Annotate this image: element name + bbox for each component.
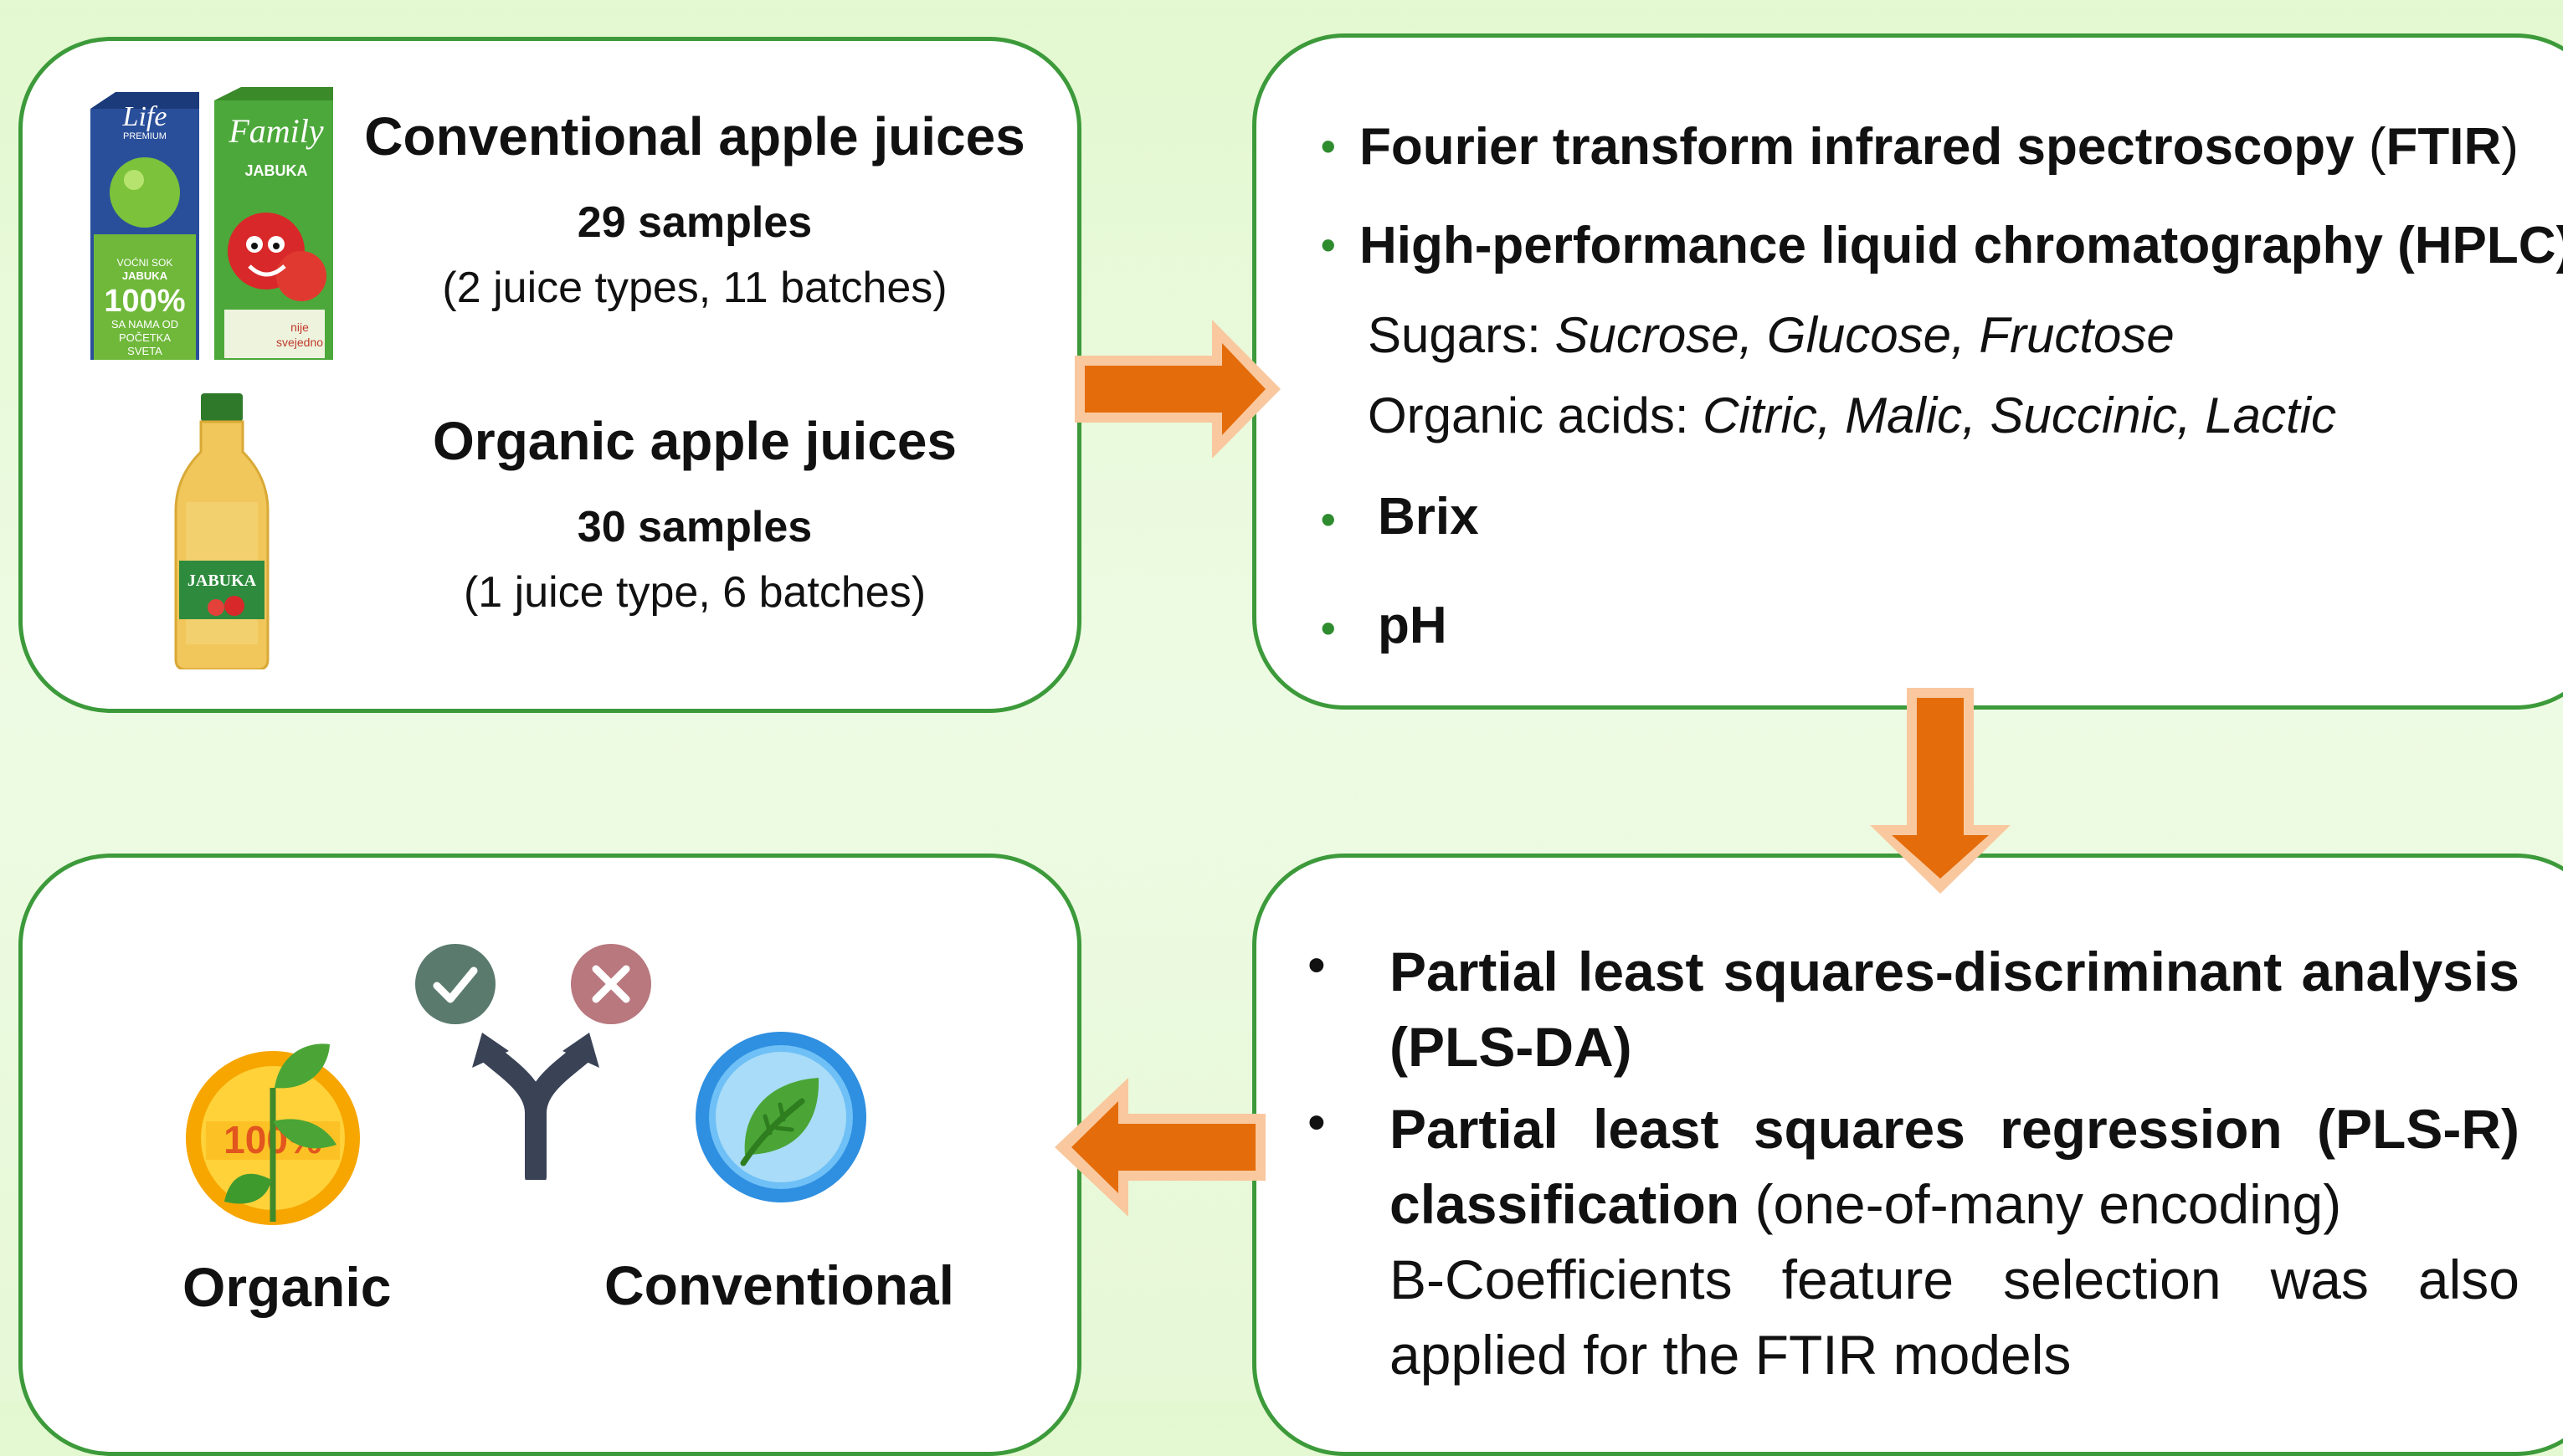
bullet-dot: • xyxy=(1307,1094,1326,1151)
conventional-title: Conventional apple juices xyxy=(364,106,1025,167)
plsda-line2: (PLS-DA) xyxy=(1389,1016,1632,1078)
arrow-right xyxy=(1075,320,1281,459)
conventional-samples: 29 samples xyxy=(577,198,813,247)
bcoef-line1: B-Coefficients feature selection was als… xyxy=(1389,1248,2519,1310)
svg-text:POČETKA: POČETKA xyxy=(119,331,171,344)
organic-title: Organic apple juices xyxy=(433,411,957,471)
organic-juice-bottle-image: JABUKA xyxy=(174,393,270,669)
method-ftir: Fourier transform infrared spectroscopy … xyxy=(1359,118,2519,176)
conventional-juice-cartons-image: Life PREMIUM VOĆNI SOK JABUKA 100% SA NA… xyxy=(90,87,333,360)
conventional-label: Conventional xyxy=(604,1254,955,1316)
svg-text:SA NAMA OD: SA NAMA OD xyxy=(111,318,178,331)
organic-details: (1 juice type, 6 batches) xyxy=(463,568,927,617)
svg-text:nije: nije xyxy=(290,320,309,334)
svg-text:100%: 100% xyxy=(104,284,185,319)
bcoef-line2: applied for the FTIR models xyxy=(1389,1324,2072,1386)
bullet-dot: • xyxy=(1307,936,1326,994)
leaf-icon xyxy=(696,1032,866,1202)
check-icon xyxy=(415,944,496,1024)
bullet-dot: • xyxy=(1321,605,1336,652)
hplc-organic-acids: Organic acids: Citric, Malic, Succinic, … xyxy=(1368,387,2336,443)
organic-label: Organic xyxy=(182,1256,392,1318)
methods-box xyxy=(1252,33,2563,710)
analysis-box xyxy=(1252,854,2563,1456)
cross-icon xyxy=(571,944,651,1024)
svg-text:JABUKA: JABUKA xyxy=(244,162,307,179)
plsr-line2: classification (one-of-many encoding) xyxy=(1389,1173,2342,1235)
svg-text:SVETA: SVETA xyxy=(127,345,162,357)
bullet-dot: • xyxy=(1321,123,1336,170)
bullet-dot: • xyxy=(1321,496,1336,543)
organic-samples: 30 samples xyxy=(577,503,813,551)
svg-text:Family: Family xyxy=(228,112,324,150)
arrow-left xyxy=(1055,1078,1266,1217)
bullet-dot: • xyxy=(1321,222,1336,269)
svg-text:JABUKA: JABUKA xyxy=(187,572,257,590)
svg-text:JABUKA: JABUKA xyxy=(122,269,168,282)
method-brix: Brix xyxy=(1378,488,1479,546)
svg-text:PREMIUM: PREMIUM xyxy=(123,131,167,141)
svg-text:svejedno: svejedno xyxy=(276,336,323,349)
plsda-line1: Partial least squares-discriminant analy… xyxy=(1389,941,2519,1002)
plsr-line1: Partial least squares regression (PLS-R) xyxy=(1389,1098,2519,1160)
fork-arrow-icon xyxy=(472,1033,599,1180)
hplc-sugars: Sugars: Sucrose, Glucose, Fructose xyxy=(1368,307,2175,363)
arrow-down xyxy=(1870,688,2011,894)
method-ph: pH xyxy=(1378,597,1447,654)
svg-text:Life: Life xyxy=(122,101,167,132)
conventional-details: (2 juice types, 11 batches) xyxy=(442,264,948,312)
method-hplc: High-performance liquid chromatography (… xyxy=(1359,217,2563,274)
svg-text:VOĆNI SOK: VOĆNI SOK xyxy=(117,256,173,269)
organic-100-percent-icon: 100% xyxy=(186,1043,360,1225)
